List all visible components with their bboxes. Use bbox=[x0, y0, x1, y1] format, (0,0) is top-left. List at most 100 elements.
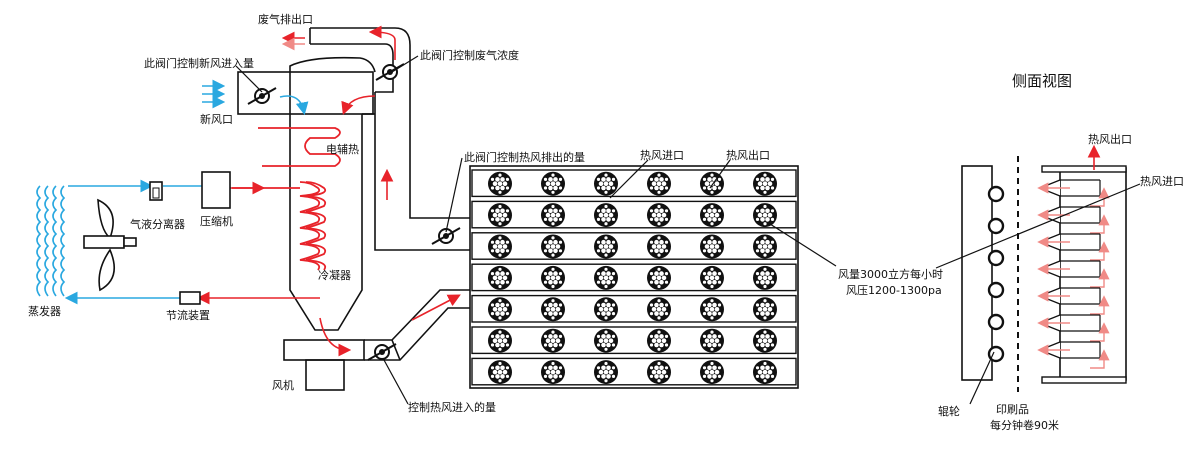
nozzle-icon bbox=[594, 234, 618, 259]
roller-label: 辊轮 bbox=[938, 405, 960, 418]
exhaust-valve-icon[interactable] bbox=[375, 63, 405, 81]
exhaust-duct bbox=[309, 27, 470, 219]
exhaust-flow-arrow bbox=[368, 25, 396, 60]
nozzle-row bbox=[471, 263, 797, 292]
nozzle-icon bbox=[753, 265, 777, 290]
roller-icon bbox=[987, 281, 1005, 299]
nozzle-icon bbox=[753, 328, 777, 353]
condenser-label: 冷凝器 bbox=[318, 269, 351, 282]
hot-outlet-label: 热风出口 bbox=[726, 149, 770, 162]
gas-liquid-separator bbox=[149, 181, 163, 201]
nozzle-row bbox=[471, 200, 797, 229]
roller-icon bbox=[987, 345, 1005, 363]
nozzle-icon bbox=[753, 171, 777, 196]
print-speed-label: 每分钟卷90米 bbox=[990, 419, 1059, 432]
side-return-arrow bbox=[1090, 295, 1110, 315]
throttle-label: 节流装置 bbox=[166, 309, 210, 322]
side-view bbox=[961, 144, 1127, 392]
hot-intake-valve-icon[interactable] bbox=[367, 343, 397, 361]
nozzle-icon bbox=[541, 234, 565, 259]
nozzle-icon bbox=[488, 297, 512, 322]
hot-intake-valve-label: 控制热风进入的量 bbox=[408, 401, 496, 414]
nozzle-icon bbox=[488, 360, 512, 385]
evaporator-coil bbox=[36, 185, 66, 297]
fresh-valve-label: 此阀门控制新风进入量 bbox=[144, 57, 254, 70]
nozzle-icon bbox=[541, 360, 565, 385]
print-label: 印刷品 bbox=[996, 403, 1029, 416]
compressor bbox=[201, 171, 231, 209]
nozzle-icon bbox=[700, 360, 724, 385]
electric-heat-label: 电辅热 bbox=[326, 143, 359, 156]
nozzle-icon bbox=[700, 234, 724, 259]
side-hot-inlet-label: 热风进口 bbox=[1140, 175, 1184, 188]
nozzle-icon bbox=[541, 265, 565, 290]
airflow-pressure-label: 风压1200-1300pa bbox=[846, 284, 942, 297]
nozzle-icon bbox=[753, 203, 777, 228]
nozzle-row bbox=[471, 294, 797, 323]
nozzle-row bbox=[471, 326, 797, 355]
nozzle-icon bbox=[753, 297, 777, 322]
nozzle-row bbox=[471, 357, 797, 386]
nozzle-icon bbox=[647, 171, 671, 196]
fan-flow-arrow bbox=[319, 317, 352, 357]
nozzle-icon bbox=[647, 234, 671, 259]
fresh-air-internal-arrow bbox=[279, 95, 309, 116]
fan-outlet-arrow bbox=[411, 294, 461, 321]
side-return-arrow bbox=[1090, 349, 1110, 369]
exhaust-valve-label: 此阀门控制废气浓度 bbox=[420, 49, 519, 62]
hot-exhaust-valve-label: 此阀门控制热风排出的量 bbox=[464, 151, 585, 164]
nozzle-icon bbox=[700, 297, 724, 322]
print-drum bbox=[961, 165, 993, 381]
electric-heater-coil bbox=[258, 127, 341, 167]
nozzle-icon bbox=[700, 328, 724, 353]
nozzle-icon bbox=[488, 203, 512, 228]
side-return-arrow bbox=[1090, 268, 1110, 288]
nozzle-icon bbox=[647, 297, 671, 322]
nozzle-icon bbox=[594, 360, 618, 385]
nozzle-icon bbox=[753, 360, 777, 385]
refrigerant-cold-line bbox=[64, 179, 202, 305]
compressor-label: 压缩机 bbox=[200, 215, 233, 228]
airflow-volume-label: 风量3000立方每小时 bbox=[838, 268, 943, 281]
side-view-title: 侧面视图 bbox=[1012, 72, 1073, 90]
evaporator-label: 蒸发器 bbox=[28, 305, 61, 318]
nozzle-icon bbox=[700, 265, 724, 290]
nozzle-icon bbox=[488, 234, 512, 259]
nozzle-box bbox=[1059, 167, 1127, 381]
side-return-arrow bbox=[1090, 214, 1110, 234]
fan-blade-icon bbox=[83, 198, 137, 292]
nozzle-icon bbox=[594, 297, 618, 322]
nozzle-icon bbox=[541, 171, 565, 196]
nozzle-icon bbox=[594, 328, 618, 353]
side-hot-outlet-label: 热风出口 bbox=[1088, 133, 1132, 146]
nozzle-icon bbox=[594, 203, 618, 228]
nozzle-icon bbox=[647, 265, 671, 290]
nozzle-icon bbox=[700, 203, 724, 228]
throttle-device bbox=[179, 291, 201, 305]
leader-lines bbox=[235, 55, 1141, 405]
roller-icon bbox=[987, 185, 1005, 203]
fresh-inlet-label: 新风口 bbox=[200, 113, 233, 126]
fresh-air-valve-icon[interactable] bbox=[247, 87, 277, 105]
nozzle-icon bbox=[594, 265, 618, 290]
roller-icon bbox=[987, 313, 1005, 331]
roller-icon bbox=[987, 217, 1005, 235]
nozzle-icon bbox=[647, 360, 671, 385]
fan-label: 风机 bbox=[272, 379, 294, 392]
roller-icon bbox=[987, 249, 1005, 267]
nozzle-icon bbox=[647, 328, 671, 353]
side-return-arrow bbox=[1090, 187, 1110, 207]
hot-inlet-label: 热风进口 bbox=[640, 149, 684, 162]
refrigerant-hot-line bbox=[196, 181, 320, 305]
nozzle-icon bbox=[488, 328, 512, 353]
nozzle-icon bbox=[594, 171, 618, 196]
nozzle-row bbox=[471, 232, 797, 260]
nozzle-icon bbox=[541, 328, 565, 353]
fresh-air-arrows bbox=[202, 79, 226, 109]
nozzle-icon bbox=[753, 234, 777, 259]
side-return-arrow bbox=[1090, 322, 1110, 342]
nozzle-icon bbox=[647, 203, 671, 228]
recirc-arrow bbox=[341, 95, 376, 115]
nozzle-icon bbox=[541, 203, 565, 228]
